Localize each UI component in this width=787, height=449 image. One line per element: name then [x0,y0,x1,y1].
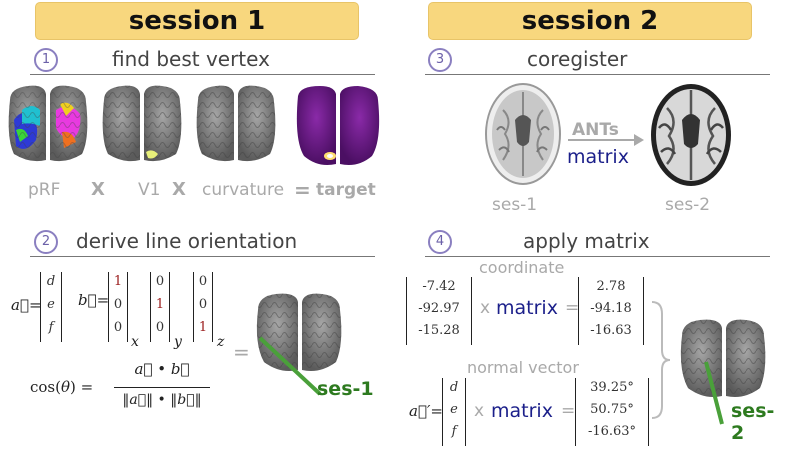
normal-in-e: e [450,402,458,417]
vector-b-symbol: b⃗= [78,291,110,309]
coregister-arrow [568,134,644,146]
vector-a-matrix: d e f [40,272,62,342]
basis-x-matrix: 1 0 0 [108,272,128,342]
normal-in-d: d [449,380,459,395]
step-2-number: 2 [34,230,58,254]
ants-label: ANTs [572,120,619,140]
vector-a-f: f [48,320,54,335]
coord-equals: = [565,298,580,318]
normal-in-f: f [451,424,457,439]
target-brain [296,86,380,165]
equals-sign: = [294,178,311,202]
coordinate-label: coordinate [479,258,565,277]
v1-brain [102,85,182,162]
session-2-title: session 2 [521,6,659,36]
axial-brain-ses2 [651,84,731,186]
basis-z-subscript: z [217,334,225,350]
ses1-coreg-label: ses-1 [492,195,538,215]
orientation-equals: = [233,340,250,364]
step-2-rule [30,256,375,257]
coordinate-input-matrix: -7.42 -92.97 -15.28 [406,277,472,345]
step-1-rule [30,74,375,75]
normal-out-3: -16.63° [587,424,637,439]
multiply-sign-1: X [91,179,105,200]
coord-out-x: 2.78 [596,279,626,294]
target-label: target [316,180,376,200]
session-1-title: session 1 [128,6,266,36]
v1-label: V1 [138,180,161,200]
coordinate-output-matrix: 2.78 -94.18 -16.63 [578,277,644,345]
basis-y-subscript: y [174,334,182,350]
ses2-line-label: ses-2 [731,400,775,444]
axial-brain-ses1 [485,83,561,185]
coord-in-z: -15.28 [418,323,460,338]
brain-ses2-with-line [680,319,766,425]
coord-out-z: -16.63 [590,323,632,338]
normal-matrix-label: matrix [491,400,553,422]
vector-a-e: e [47,297,55,312]
basis-z-2: 0 [198,297,208,312]
ses1-line-label: ses-1 [317,378,374,400]
step-4-title: apply matrix [523,229,650,253]
normal-out-2: 50.75° [590,402,634,417]
coord-in-x: -7.42 [422,279,456,294]
prf-brain [8,85,88,162]
step-3-rule [425,74,770,75]
session-1-banner: session 1 [35,2,359,40]
basis-z-matrix: 0 0 1 [193,272,213,342]
ses2-coreg-label: ses-2 [665,195,711,215]
multiply-sign-2: X [172,179,186,200]
coord-times: x [480,298,491,318]
basis-y-matrix: 0 1 0 [150,272,170,342]
cosine-formula: cos(θ) = a⃗ • b⃗ ‖a⃗‖ • ‖b⃗‖ [30,360,220,420]
coord-in-y: -92.97 [418,301,460,316]
step-1-title: find best vertex [112,47,270,71]
curvature-label: curvature [202,180,285,200]
vector-a-symbol: a⃗= [11,296,42,314]
coord-matrix-label: matrix [496,297,558,319]
basis-x-1: 1 [113,274,123,289]
basis-z-1: 0 [198,274,208,289]
step-3-number: 3 [428,48,452,72]
normal-out-1: 39.25° [590,380,634,395]
basis-z-3: 1 [198,320,208,335]
normal-equals: = [561,401,576,421]
coord-out-y: -94.18 [590,301,632,316]
basis-x-3: 0 [113,320,123,335]
step-4-number: 4 [428,230,452,254]
prf-label: pRF [28,180,61,200]
normal-input-matrix: d e f [442,378,466,446]
normal-times: x [474,401,485,421]
vector-a-d: d [46,274,56,289]
step-4-rule [425,256,770,257]
curvature-brain [196,85,276,162]
basis-x-2: 0 [113,297,123,312]
brain-ses1-with-line [256,293,342,396]
curly-brace [651,301,671,419]
coreg-matrix-label: matrix [567,146,629,168]
step-1-number: 1 [34,48,58,72]
basis-y-2: 1 [155,297,165,312]
vector-a-prime-symbol: a⃗′= [409,402,443,420]
basis-x-subscript: x [131,334,139,350]
session-2-banner: session 2 [428,2,752,40]
basis-y-1: 0 [155,274,165,289]
normal-vector-label: normal vector [467,358,579,377]
brain-illustrations [8,85,380,165]
step-3-title: coregister [527,47,628,71]
normal-output-matrix: 39.25° 50.75° -16.63° [575,378,649,446]
step-2-title: derive line orientation [76,229,298,253]
basis-y-3: 0 [155,320,165,335]
